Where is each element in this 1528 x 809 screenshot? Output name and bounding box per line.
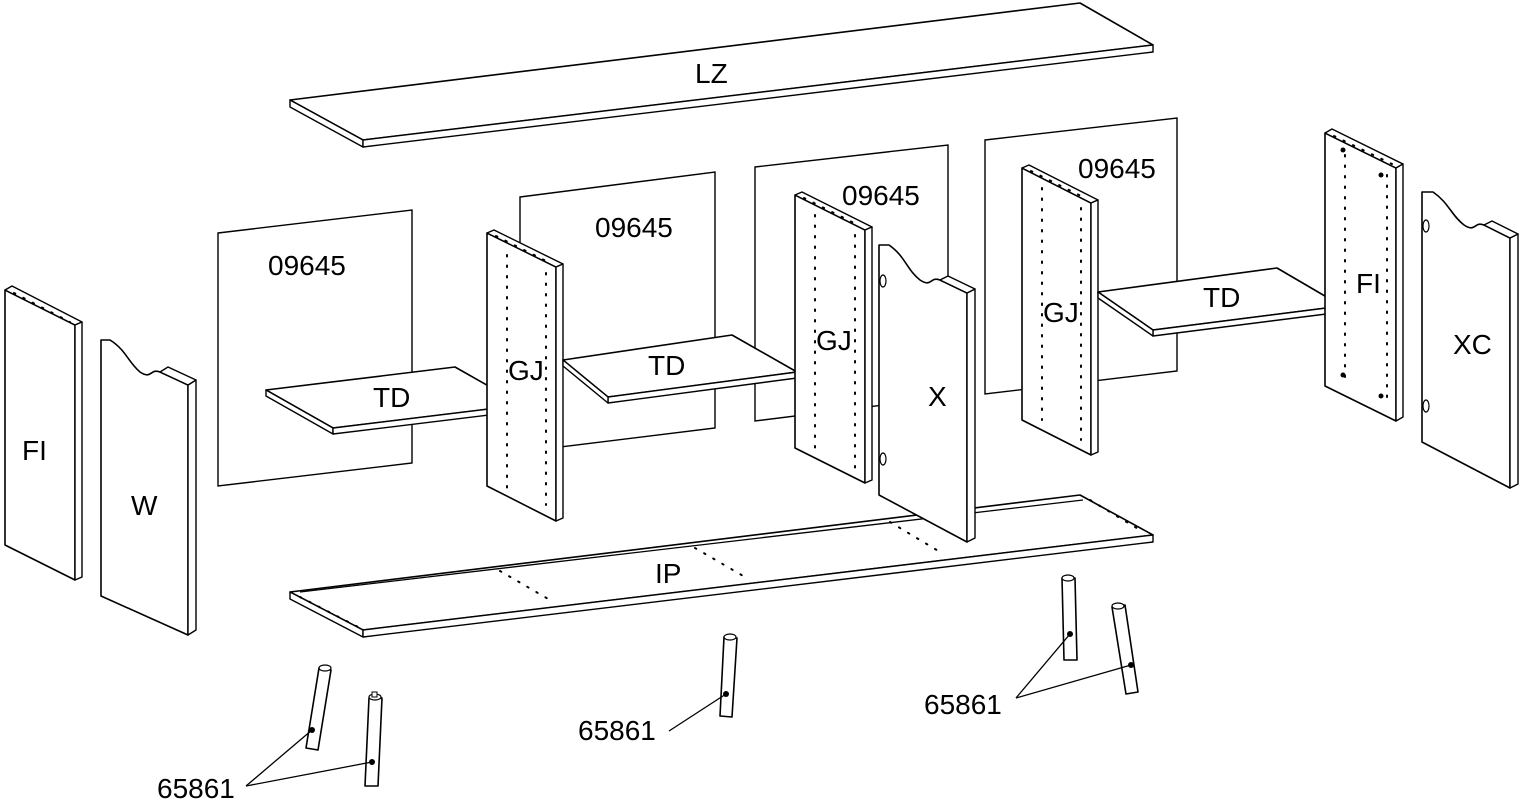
leg-callout-left: 65861 (157, 729, 373, 804)
left-inner-side-w: W (100, 339, 197, 636)
shelf-3-label: TD (1203, 282, 1240, 313)
center-side-label: X (928, 381, 947, 412)
back-panel-4-label: 09645 (1078, 153, 1156, 184)
leg-4 (1061, 574, 1078, 661)
divider-1-label: GJ (508, 355, 544, 386)
shelf-1-label: TD (373, 382, 410, 413)
leg-label-left: 65861 (157, 773, 235, 804)
shelf-2-td: TD (562, 334, 798, 404)
right-outer-side-xc: XC (1421, 191, 1519, 489)
leg-1 (305, 664, 332, 751)
back-panel-2-label: 09645 (595, 212, 673, 243)
right-inner-side-fi: FI (1324, 128, 1404, 422)
back-panel-3-label: 09645 (842, 180, 920, 211)
left-outer-side-label: FI (22, 435, 47, 466)
left-outer-side-fi: FI (4, 285, 83, 581)
leg-callout-right: 65861 (924, 633, 1132, 720)
leg-label-center: 65861 (578, 715, 656, 746)
leg-5 (1111, 602, 1139, 695)
top-panel-lz: LZ (289, 2, 1154, 148)
bottom-panel-ip: IP (289, 494, 1154, 638)
divider-3-gj: GJ (1021, 164, 1099, 456)
right-outer-side-label: XC (1453, 329, 1492, 360)
divider-2-gj: GJ (794, 191, 873, 484)
back-panel-1-label: 09645 (268, 250, 346, 281)
right-inner-side-label: FI (1356, 268, 1381, 299)
back-panel-1: 09645 (217, 209, 413, 487)
bottom-panel-label: IP (655, 558, 681, 589)
left-inner-side-label: W (131, 490, 158, 521)
center-side-x: X (878, 244, 976, 543)
leg-3 (719, 633, 738, 718)
shelf-2-label: TD (648, 350, 685, 381)
leg-label-right: 65861 (924, 689, 1002, 720)
divider-1-gj: GJ (486, 229, 564, 522)
shelf-3-td: TD (1097, 267, 1343, 337)
shelf-1-td: TD (265, 366, 523, 435)
divider-2-label: GJ (816, 325, 852, 356)
divider-3-label: GJ (1043, 297, 1079, 328)
leg-2 (364, 691, 383, 787)
leg-callout-center: 65861 (578, 693, 727, 746)
top-panel-label: LZ (695, 58, 728, 89)
